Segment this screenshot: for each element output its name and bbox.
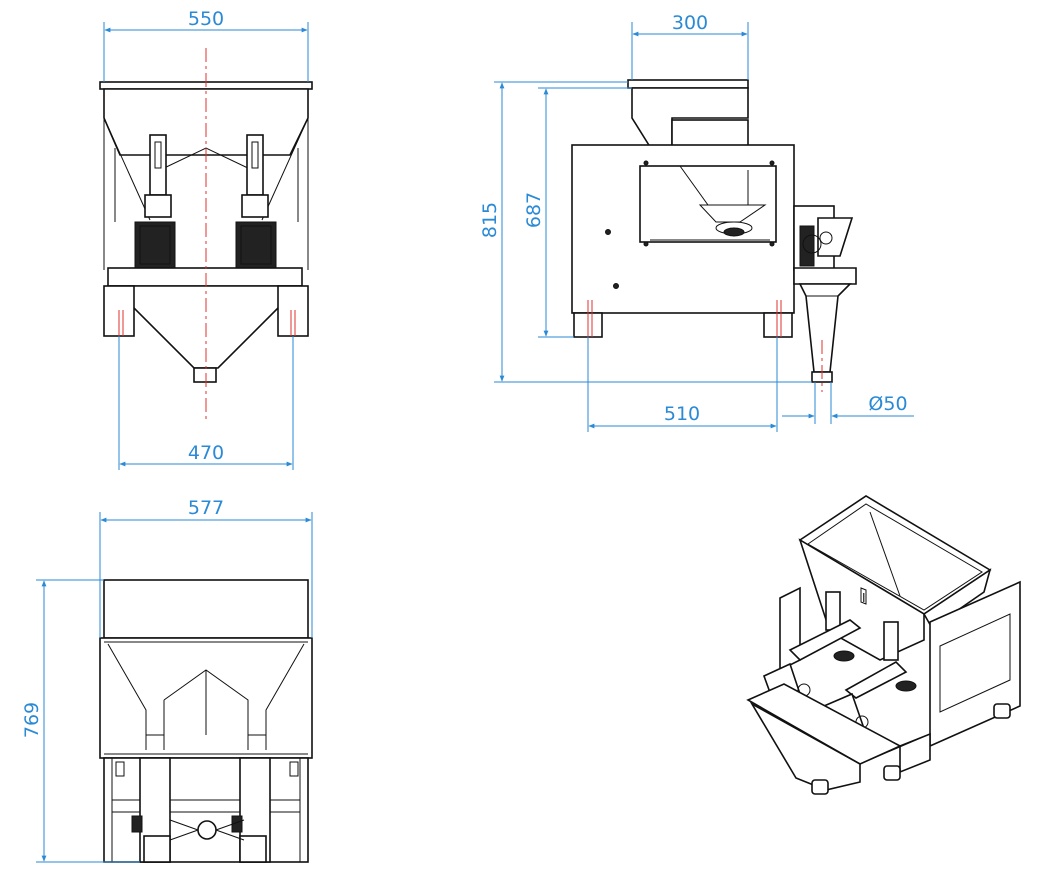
dim-815-label: 815: [479, 202, 501, 238]
dim-300-label: 300: [672, 12, 708, 34]
dim-687-label: 687: [523, 192, 545, 228]
dim-diameter-label: Ø50: [868, 393, 907, 415]
dim-550-label: 550: [188, 8, 224, 30]
hopper-mark-label: I: [862, 591, 866, 605]
dim-577-label: 577: [188, 497, 224, 519]
dim-769-label: 769: [21, 702, 43, 738]
top-view: 577 769: [21, 497, 313, 863]
dim-510-label: 510: [664, 403, 700, 425]
front-view: 550 470: [99, 8, 313, 470]
isometric-view: I: [746, 495, 1021, 795]
dim-470-label: 470: [188, 442, 224, 464]
side-view: 300 815 687 510 Ø50: [479, 12, 914, 432]
